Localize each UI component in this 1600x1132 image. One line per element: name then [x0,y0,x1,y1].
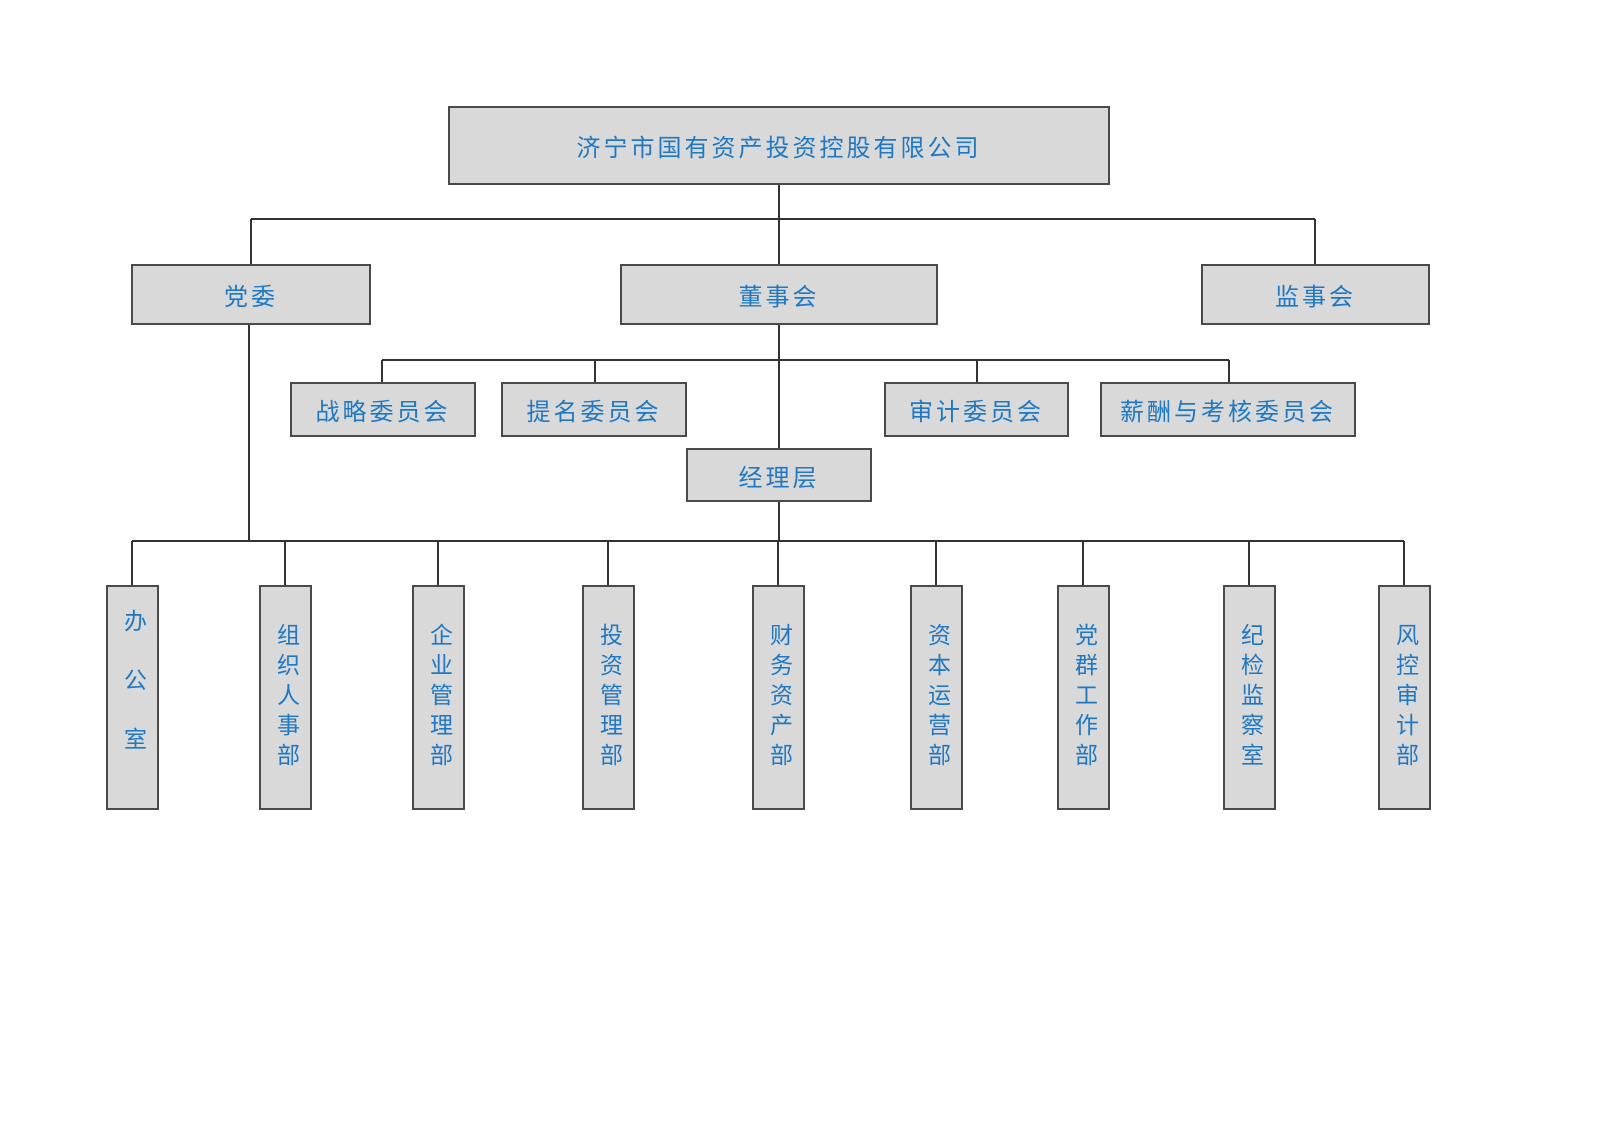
org-label: 监事会 [1275,283,1356,311]
org-nomination-committee: 提名委员会 [501,382,687,437]
org-label: 财务资产部 [765,622,792,773]
org-party-committee: 党委 [131,264,371,325]
org-label: 企业管理部 [425,622,452,773]
org-audit-committee: 审计委员会 [884,382,1069,437]
org-label: 纪检监察室 [1236,622,1263,773]
org-label: 资本运营部 [923,622,950,773]
org-strategy-committee: 战略委员会 [290,382,476,437]
org-dept: 纪检监察室 [1223,585,1276,810]
org-label: 经理层 [738,463,820,492]
org-compensation-committee: 薪酬与考核委员会 [1100,382,1356,437]
org-label: 党群工作部 [1070,622,1097,773]
org-supervisory-board: 监事会 [1201,264,1430,325]
org-label: 审计委员会 [909,398,1044,426]
org-dept: 财务资产部 [752,585,805,810]
org-root-label: 济宁市国有资产投资控股有限公司 [576,134,982,162]
org-dept: 党群工作部 [1057,585,1110,810]
org-label: 投资管理部 [595,622,622,773]
org-dept: 资本运营部 [910,585,963,810]
org-label: 战略委员会 [315,398,451,426]
org-board-of-directors: 董事会 [620,264,938,325]
org-dept: 投资管理部 [582,585,635,810]
org-label: 提名委员会 [526,398,662,426]
org-dept: 组织人事部 [259,585,312,810]
org-label: 党委 [224,283,278,311]
org-label: 薪酬与考核委员会 [1120,398,1336,426]
org-label: 办公室 [119,609,146,786]
org-management: 经理层 [686,448,872,502]
org-label: 组织人事部 [272,622,299,773]
org-label: 风控审计部 [1391,622,1418,773]
org-dept: 风控审计部 [1378,585,1431,810]
org-label: 董事会 [738,283,820,311]
org-root-company: 济宁市国有资产投资控股有限公司 [448,106,1110,185]
org-dept: 办公室 [106,585,159,810]
org-dept: 企业管理部 [412,585,465,810]
